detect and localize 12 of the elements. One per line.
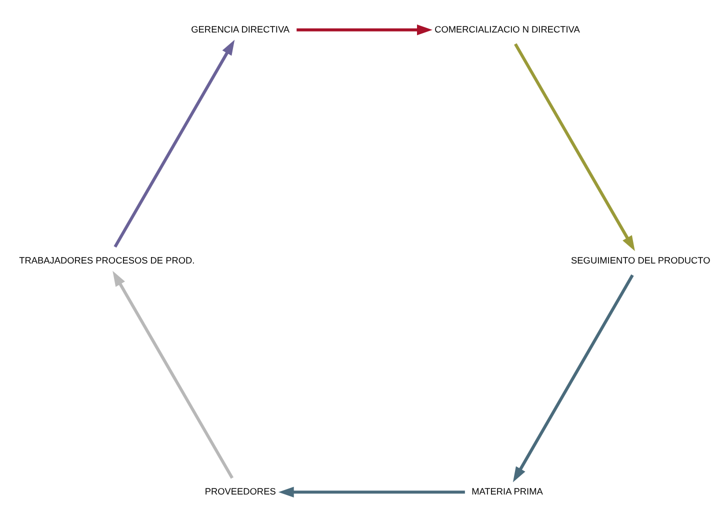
arrow [112, 270, 234, 479]
node-text: PROVEEDORES [204, 486, 276, 496]
arrow [114, 40, 235, 248]
node-text: GERENCIA DIRECTIVA [191, 24, 290, 34]
node-text: COMERCIALIZACIO N DIRECTIVA [434, 24, 580, 34]
node-text: MATERIA PRIMA [472, 486, 543, 496]
arrow [296, 24, 432, 36]
arrow [514, 43, 635, 252]
node-text: TRABAJADORES PROCESOS DE PROD. [19, 255, 195, 266]
arrow [512, 274, 634, 482]
arrow [278, 486, 465, 498]
node-text: SEGUIMIENTO DEL PRODUCTO [571, 255, 710, 266]
